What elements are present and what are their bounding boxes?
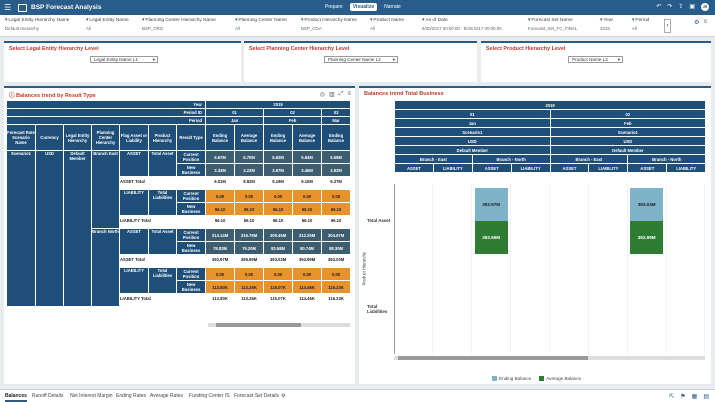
filter-icon: ▾: [301, 18, 304, 23]
avatar[interactable]: JR: [701, 3, 709, 11]
filter-icon: ▾: [235, 18, 238, 23]
view-canvas-icon[interactable]: ⇱: [669, 394, 675, 400]
filter-icon: ▾: [5, 18, 8, 23]
legal-entity-level-dropdown[interactable]: Legal Entity Name L1▾: [90, 56, 158, 63]
panel-menu-icon[interactable]: ≡: [347, 91, 351, 97]
tab-forecast-set-details[interactable]: Forecast Set Details: [234, 393, 280, 399]
tab-funding-center-is[interactable]: Funding Center IS: [189, 393, 230, 399]
filter-settings-icon[interactable]: ⚙: [694, 20, 700, 26]
panel-title: ⓘ Balances trend by Result Type: [9, 93, 96, 99]
header-actions: ↶ ↷ ⇪ ▣ JR: [656, 3, 709, 11]
add-tab-icon[interactable]: ⚙: [281, 393, 286, 399]
selector-title: Select Product Hierarchy Level: [486, 46, 566, 52]
chart-legend: Ending Balance Average Balance: [492, 376, 581, 382]
expand-icon[interactable]: ⤢: [338, 91, 344, 97]
tab-balances[interactable]: Balances: [5, 393, 27, 402]
mode-switcher: Prepare Visualize Narrate: [322, 3, 404, 11]
selector-title: Select Legal Entity Hierarchy Level: [9, 46, 99, 52]
bar-average-balance[interactable]: 392.99M: [630, 221, 664, 254]
chart-horizontal-scrollbar[interactable]: [394, 356, 705, 360]
app-title: BSP Forecast Analysis: [31, 4, 102, 11]
tab-runoff-details[interactable]: Runoff Details: [32, 393, 64, 399]
legend-item-ending-balance[interactable]: Ending Balance: [492, 376, 531, 382]
info-icon: ⓘ: [9, 93, 17, 99]
legend-swatch-average: [539, 376, 545, 382]
row-label-total-asset: Total Asset: [367, 218, 391, 223]
product-level-dropdown[interactable]: Product Name L2▾: [568, 56, 623, 63]
filter-icon: ▾: [632, 18, 635, 23]
mode-prepare[interactable]: Prepare: [325, 4, 343, 10]
selector-legal-entity-level: Select Legal Entity Hierarchy Level Lega…: [4, 41, 241, 82]
mode-narrate[interactable]: Narrate: [384, 4, 401, 10]
filter-menu-icon[interactable]: ≡: [703, 19, 707, 25]
flag-icon[interactable]: ⚑: [680, 394, 686, 400]
balances-by-result-type-panel: ⓘ Balances trend by Result Type ◎ ▥ ⤢ ≡ …: [4, 86, 355, 384]
filter-icon: ▾: [142, 18, 145, 23]
chevron-down-icon: ▾: [152, 57, 155, 62]
bar-average-balance[interactable]: 392.96M: [474, 221, 508, 254]
refresh-icon[interactable]: ◎: [319, 92, 325, 98]
undo-icon[interactable]: ↶: [656, 4, 662, 10]
legend-swatch-ending: [492, 376, 497, 382]
menu-icon[interactable]: ☰: [4, 3, 12, 12]
report-tabs: Balances Runoff Details Net Interest Mar…: [0, 389, 715, 402]
selector-title: Select Planning Center Hierarchy Level: [249, 46, 350, 52]
filter-icon: ▾: [370, 18, 373, 23]
filter-icon: ▾: [600, 18, 603, 23]
tab-net-interest-margin[interactable]: Net Interest Margin: [70, 393, 113, 399]
legend-item-average-balance[interactable]: Average Balance: [539, 376, 581, 382]
row-label-total-liabilities: Total Liabilities: [367, 304, 388, 314]
bar-ending-balance[interactable]: 392.97M: [474, 188, 508, 221]
selector-product-level: Select Product Hierarchy Level Product N…: [481, 41, 711, 82]
filter-scroll-right-icon[interactable]: ›: [664, 19, 671, 33]
chevron-down-icon: ▾: [617, 57, 620, 62]
filter-icon: ▾: [422, 18, 425, 23]
chart-type-icon[interactable]: ▥: [329, 92, 335, 98]
table-horizontal-scrollbar[interactable]: [208, 323, 350, 327]
app-logo-icon: [18, 3, 27, 12]
panel-view-icon[interactable]: ▤: [703, 394, 709, 400]
y-axis-label: Product Hierarchy: [361, 251, 367, 286]
grid-view-icon[interactable]: ▦: [691, 394, 698, 400]
filter-actions: ⚙ ≡: [694, 19, 707, 26]
tab-ending-rates[interactable]: Ending Rates: [116, 393, 147, 399]
save-icon[interactable]: ▣: [689, 4, 695, 10]
chart-axis: [394, 184, 395, 354]
selector-planning-center-level: Select Planning Center Hierarchy Level P…: [244, 41, 477, 82]
planning-center-level-dropdown[interactable]: Planning Center Name L2▾: [324, 56, 398, 63]
export-icon[interactable]: ⇪: [678, 4, 684, 10]
filter-icon: ▾: [528, 18, 531, 23]
redo-icon[interactable]: ↷: [667, 4, 673, 10]
panel-toolbar: ◎ ▥ ⤢ ≡: [320, 91, 351, 98]
tab-average-rates[interactable]: Average Rates: [150, 393, 183, 399]
panel-title: Balances trend Total Business: [364, 91, 444, 97]
bottom-actions: ⇱ ⚑ ▦ ▤: [669, 393, 709, 400]
mode-visualize[interactable]: Visualize: [349, 3, 378, 11]
app-header: ☰ BSP Forecast Analysis Prepare Visualiz…: [0, 0, 715, 15]
chevron-down-icon: ▾: [392, 57, 395, 62]
bar-ending-balance[interactable]: 393.03M: [630, 188, 664, 221]
filter-icon: ▾: [86, 18, 89, 23]
